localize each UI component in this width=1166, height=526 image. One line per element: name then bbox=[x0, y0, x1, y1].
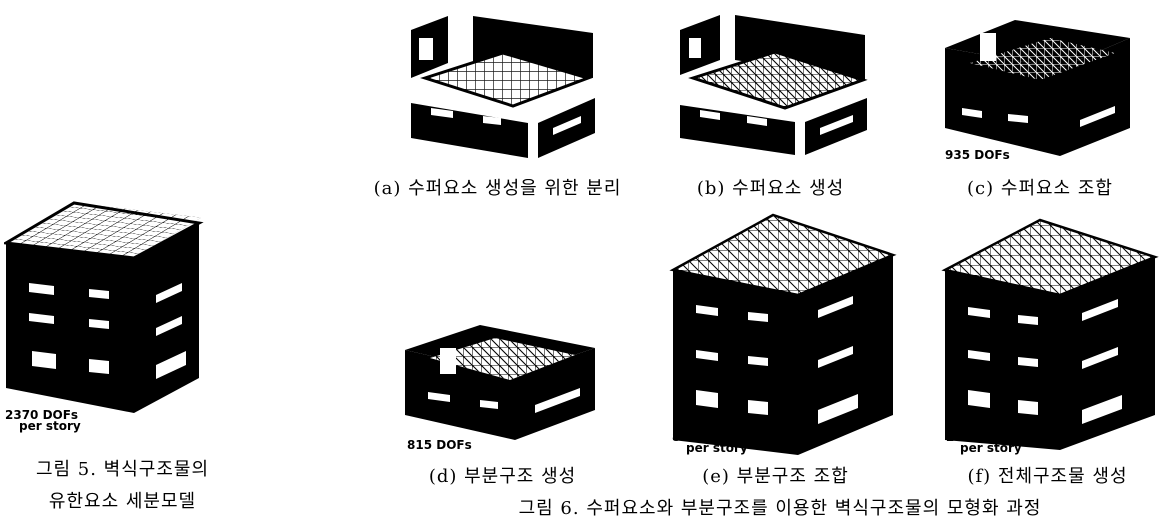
fig6e-caption: (e) 부분구조 조합 bbox=[702, 466, 849, 487]
fig6d-dof-label: 815 DOFs bbox=[407, 438, 472, 452]
fig5-building-model bbox=[4, 201, 204, 413]
fig6b-caption: (b) 수퍼요소 생성 bbox=[696, 178, 845, 199]
fig5-caption-line2: 유한요소 세분모델 bbox=[48, 491, 197, 512]
fig6f-dof-label: 287 DOFs per story bbox=[946, 430, 1022, 455]
fig6e-dof-value: 815 DOFs bbox=[672, 430, 737, 444]
fig6e-dof-label: 815 DOFs per story bbox=[672, 430, 748, 455]
fig5-dof-unit: per story bbox=[19, 419, 81, 433]
fig5-dof-label: 2370 DOFs per story bbox=[5, 408, 81, 433]
fig6f-dof-unit: per story bbox=[960, 441, 1022, 455]
fig6c-caption: (c) 수퍼요소 조합 bbox=[967, 178, 1113, 199]
fig6e-assembled-substructures bbox=[669, 213, 897, 455]
fig5-caption-line1: 그림 5. 벽식구조물의 bbox=[35, 459, 210, 480]
fig6f-dof-value: 287 DOFs bbox=[946, 430, 1011, 444]
fig6f-caption: (f) 전체구조물 생성 bbox=[967, 466, 1128, 487]
fig6d-substructure bbox=[405, 325, 595, 440]
fig6d-caption: (d) 부분구조 생성 bbox=[428, 466, 577, 487]
fig6a-caption: (a) 수퍼요소 생성을 위한 분리 bbox=[373, 178, 622, 199]
fig6c-assembled-superelements bbox=[945, 20, 1130, 156]
fig5-dof-value: 2370 DOFs bbox=[5, 408, 79, 422]
fig6c-dof-label: 935 DOFs bbox=[945, 148, 1010, 162]
fig6a-separated-components bbox=[411, 16, 595, 158]
fig6b-superelements bbox=[680, 15, 868, 155]
fig6e-dof-unit: per story bbox=[686, 441, 748, 455]
fig6f-full-structure bbox=[941, 218, 1159, 450]
fig6-caption: 그림 6. 수퍼요소와 부분구조를 이용한 벽식구조물의 모형화 과정 bbox=[518, 498, 1042, 519]
